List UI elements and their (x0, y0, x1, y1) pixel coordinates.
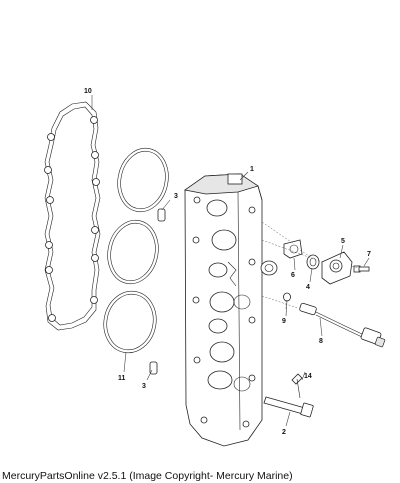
o-ring-upper[interactable] (112, 144, 174, 217)
callout-9: 9 (282, 318, 286, 325)
plug-part-14[interactable] (291, 373, 303, 399)
dowel-pin-upper[interactable] (157, 208, 166, 222)
washer-part-9[interactable] (283, 292, 291, 302)
callout-1: 1 (250, 166, 254, 173)
callout-3-lower: 3 (142, 383, 146, 390)
callout-6: 6 (291, 272, 295, 279)
callout-5: 5 (341, 238, 345, 245)
exploded-parts-diagram: 10 1 3 5 7 6 4 9 8 11 14 3 2 (44, 88, 386, 447)
callout-10: 10 (84, 88, 92, 95)
callout-14: 14 (304, 373, 312, 380)
spacer-ring[interactable] (260, 260, 278, 276)
callout-2: 2 (282, 429, 286, 436)
gasket-part-10[interactable] (44, 101, 101, 331)
callout-4: 4 (306, 284, 310, 291)
thermostat-housing-part-5[interactable] (321, 251, 353, 285)
cylinder-head-part-1[interactable] (184, 173, 263, 447)
thermostat-part-6[interactable] (283, 239, 303, 259)
bolt-part-7[interactable] (353, 265, 370, 273)
sensor-harness-part-8[interactable] (299, 302, 386, 348)
image-caption: MercuryPartsOnline v2.5.1 (Image Copyrig… (2, 470, 293, 482)
o-ring-lower-part-11[interactable] (98, 286, 162, 357)
callout-11: 11 (118, 375, 126, 382)
callout-3-upper: 3 (174, 193, 178, 200)
leader-lines (91, 95, 370, 427)
long-bolt-part-2[interactable] (263, 396, 314, 418)
seal-part-4[interactable] (306, 254, 320, 270)
callout-8: 8 (319, 338, 323, 345)
callout-labels: 10 1 3 5 7 6 4 9 8 11 14 3 2 (84, 88, 371, 436)
callout-7: 7 (367, 251, 371, 258)
assembly-lines (261, 221, 359, 310)
o-ring-middle[interactable] (102, 216, 164, 289)
